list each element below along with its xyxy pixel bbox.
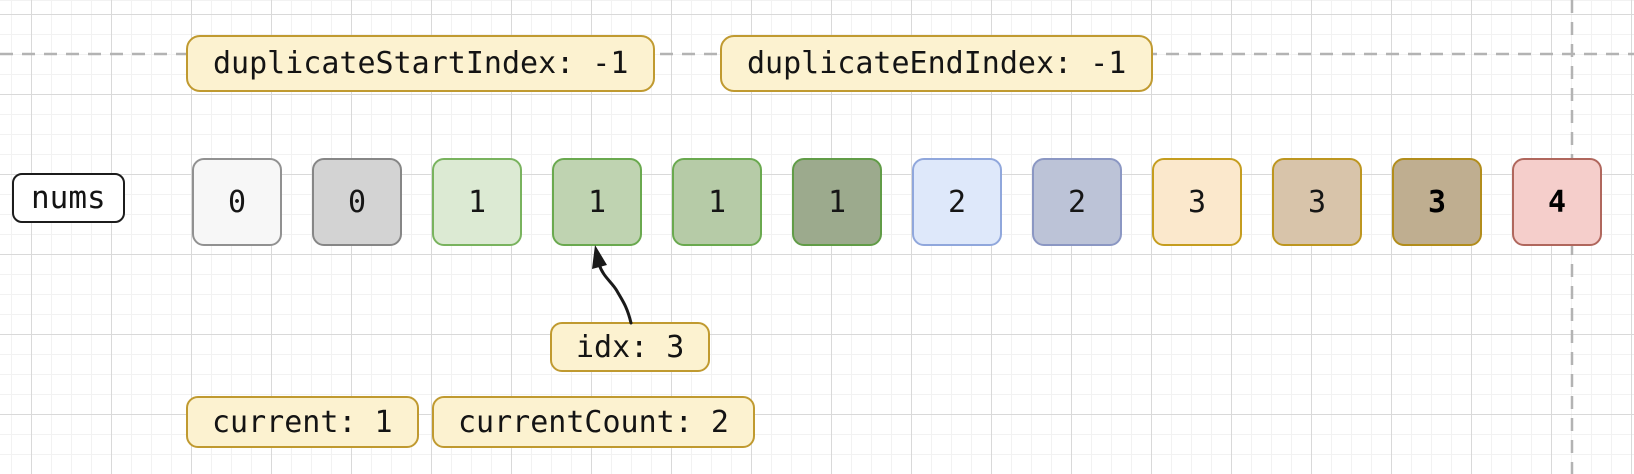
array-cell-9: 3 bbox=[1272, 158, 1362, 246]
array-name-label: nums bbox=[12, 173, 125, 223]
array-cell-3: 1 bbox=[552, 158, 642, 246]
array-cell-0: 0 bbox=[192, 158, 282, 246]
duplicate-end-index-label: duplicateEndIndex: -1 bbox=[720, 35, 1154, 92]
duplicate-start-index-label: duplicateStartIndex: -1 bbox=[186, 35, 656, 92]
array-cell-1: 0 bbox=[312, 158, 402, 246]
array-cell-2: 1 bbox=[432, 158, 522, 246]
array-cell-5: 1 bbox=[792, 158, 882, 246]
array-cell-11: 4 bbox=[1512, 158, 1602, 246]
array-cell-10: 3 bbox=[1392, 158, 1482, 246]
array-cell-7: 2 bbox=[1032, 158, 1122, 246]
idx-pointer-label: idx: 3 bbox=[550, 322, 711, 372]
current-value-label: current: 1 bbox=[186, 396, 419, 448]
array-cell-8: 3 bbox=[1152, 158, 1242, 246]
array-cell-4: 1 bbox=[672, 158, 762, 246]
array-cell-6: 2 bbox=[912, 158, 1002, 246]
current-count-label: currentCount: 2 bbox=[432, 396, 755, 448]
